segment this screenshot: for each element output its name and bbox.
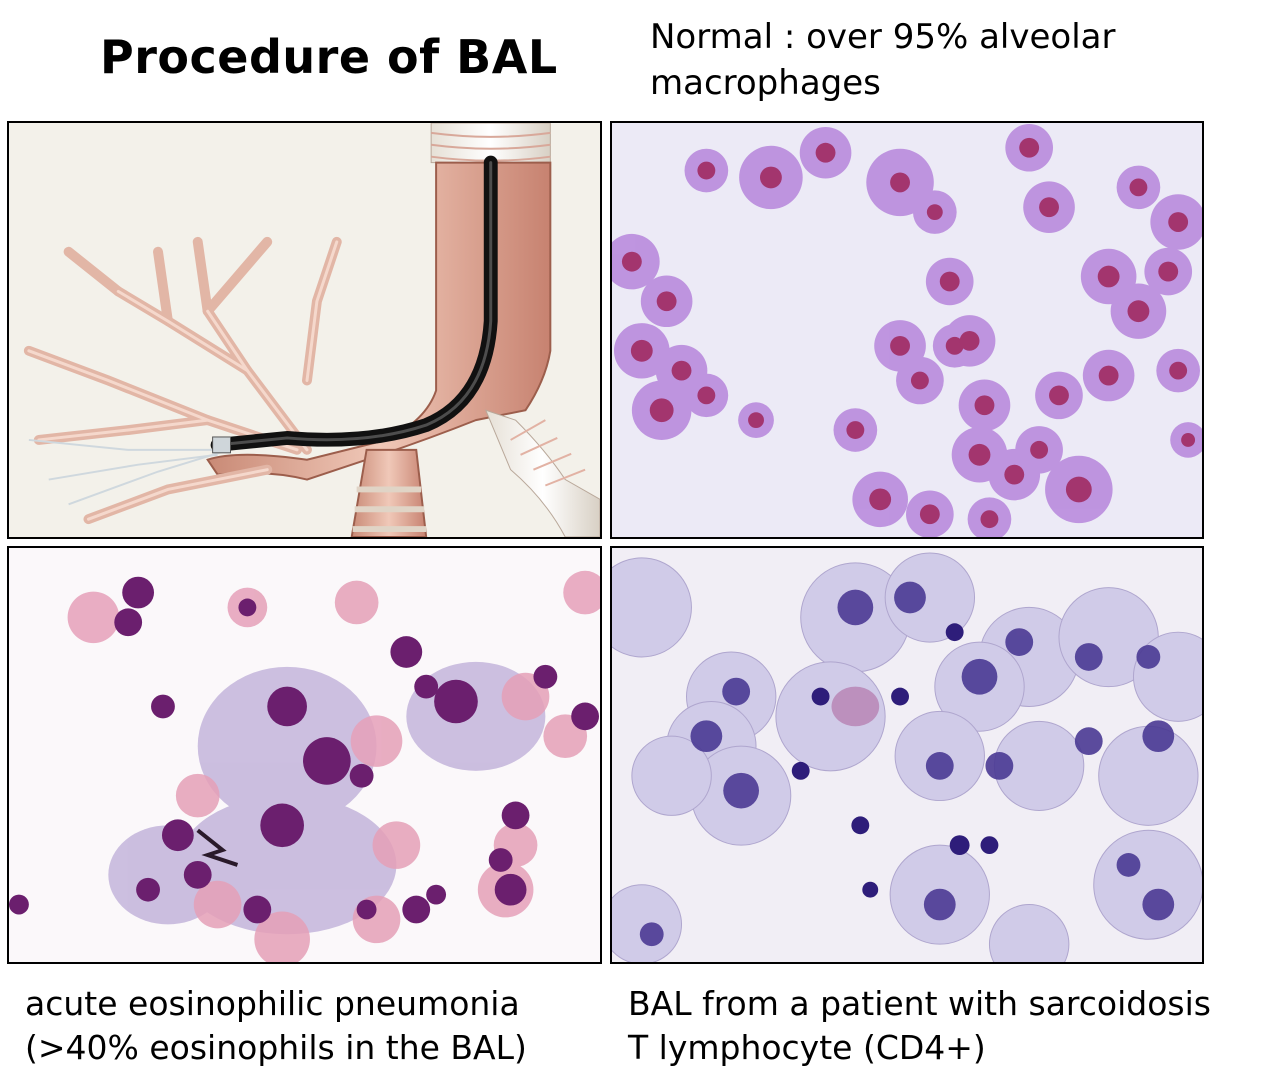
eosinophilic-pneumonia-micrograph <box>7 546 602 964</box>
bal-procedure-illustration <box>7 121 602 539</box>
sarcoidosis-micrograph <box>610 546 1204 964</box>
sarcoidosis-caption-line-1: BAL from a patient with sarcoidosis <box>628 984 1211 1023</box>
normal-caption: Normal : over 95% alveolar macrophages <box>650 14 1115 106</box>
eosinophilic-caption-line-2: (>40% eosinophils in the BAL) <box>25 1028 527 1067</box>
normal-macrophage-micrograph <box>610 121 1204 539</box>
normal-caption-line-2: macrophages <box>650 63 881 103</box>
eosinophil-cells-drawing <box>9 570 600 962</box>
sarcoidosis-caption-line-2: T lymphocyte (CD4+) <box>628 1028 986 1067</box>
bronchial-tree-drawing <box>23 123 600 537</box>
eosinophilic-caption: acute eosinophilic pneumonia (>40% eosin… <box>25 982 527 1070</box>
eosinophilic-caption-line-1: acute eosinophilic pneumonia <box>25 984 520 1023</box>
normal-caption-line-1: Normal : over 95% alveolar <box>650 17 1116 57</box>
slide-title: Procedure of BAL <box>100 30 558 84</box>
sarcoidosis-caption: BAL from a patient with sarcoidosis T ly… <box>628 982 1211 1070</box>
normal-cells-drawing <box>612 123 1202 537</box>
sarcoidosis-cells-drawing <box>612 552 1202 962</box>
